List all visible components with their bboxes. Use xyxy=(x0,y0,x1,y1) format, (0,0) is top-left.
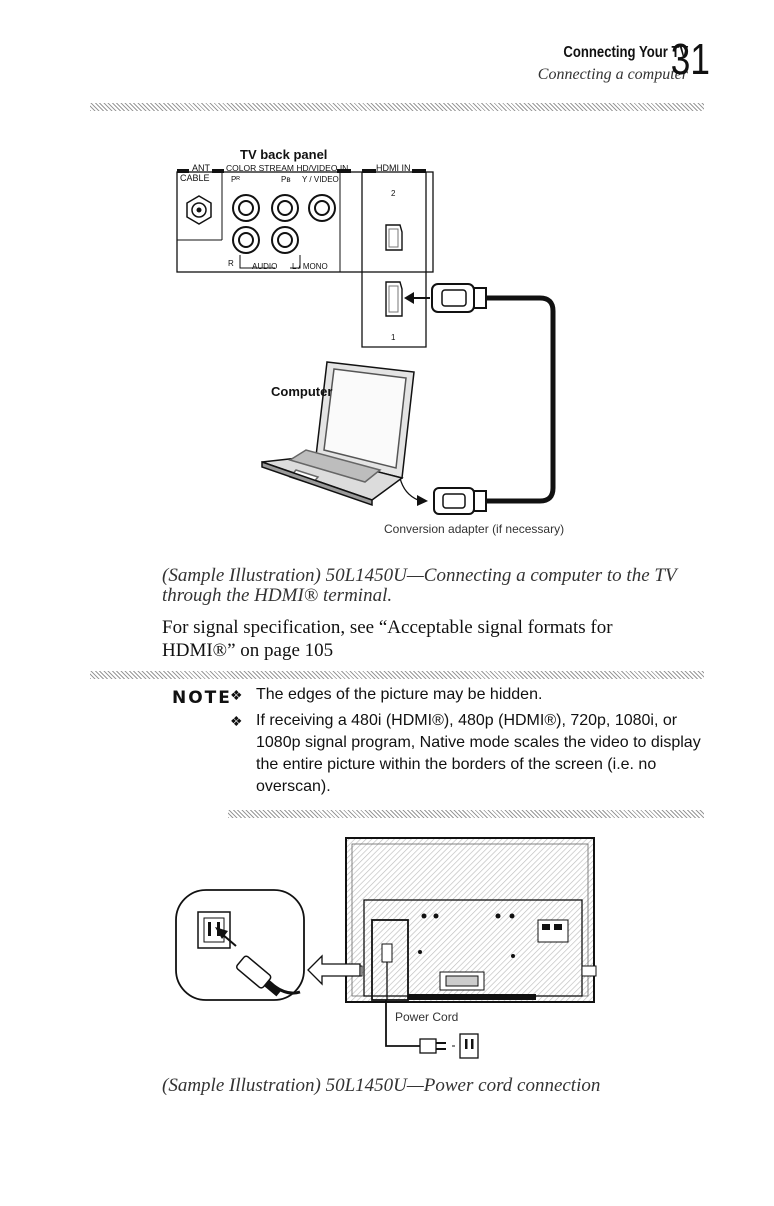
hdmi-port-2 xyxy=(385,224,403,251)
hdmi-2-label: 2 xyxy=(391,189,396,198)
computer-label: Computer xyxy=(271,384,333,399)
y-video-label: Y / VIDEO xyxy=(302,175,339,184)
signal-spec-paragraph: For signal specification, see “Acceptabl… xyxy=(162,617,613,661)
pb-label: Pʙ xyxy=(281,175,291,184)
note-bottom-rule xyxy=(228,810,704,818)
l-mono-label: L / MONO xyxy=(292,262,328,271)
hdmi-in-label: HDMI IN xyxy=(376,163,411,173)
note-label: NOTE xyxy=(172,688,232,708)
section-subtitle: Connecting a computer xyxy=(537,66,688,83)
header-rule xyxy=(90,103,704,111)
hdmi-1-label: 1 xyxy=(391,333,396,342)
note-item: ❖ If receiving a 480i (HDMI®), 480p (HDM… xyxy=(230,710,710,798)
color-stream-label: COLOR STREAM HD/VIDEO IN xyxy=(226,163,349,173)
power-inlet-zoom xyxy=(175,889,305,1001)
diamond-bullet-icon: ❖ xyxy=(230,713,243,729)
zoom-callout-arrow xyxy=(307,954,361,986)
pr-label: Pᴿ xyxy=(231,175,240,184)
tv-back-illustration xyxy=(344,837,597,1003)
note-item-text: The edges of the picture may be hidden. xyxy=(256,686,543,703)
hdmi-port-1 xyxy=(385,281,403,317)
figure2-caption: (Sample Illustration) 50L1450U—Power cor… xyxy=(162,1075,601,1096)
page-number: 31 xyxy=(670,35,710,84)
section-title: Connecting Your TV xyxy=(563,44,688,61)
r-label: R xyxy=(228,259,234,268)
wall-outlet-icon xyxy=(459,1033,479,1059)
note-list: ❖ The edges of the picture may be hidden… xyxy=(230,684,710,802)
tv-back-panel-label: TV back panel xyxy=(240,147,328,162)
power-plug-icon xyxy=(419,1038,455,1054)
diamond-bullet-icon: ❖ xyxy=(230,687,243,703)
power-cord-label: Power Cord xyxy=(395,1010,459,1024)
note-item: ❖ The edges of the picture may be hidden… xyxy=(230,684,710,706)
adapter-label: Conversion adapter (if necessary) xyxy=(384,522,565,536)
power-cord-figure: Power Cord xyxy=(0,820,774,1080)
component-jacks xyxy=(232,194,336,254)
figure1-caption: (Sample Illustration) 50L1450U—Connectin… xyxy=(162,565,677,606)
note-top-rule xyxy=(90,671,704,679)
laptop-computer xyxy=(261,361,415,507)
audio-label: AUDIO xyxy=(252,262,278,271)
cable-label: CABLE xyxy=(180,173,210,183)
hdmi-plug-top xyxy=(431,283,487,313)
note-item-text: If receiving a 480i (HDMI®), 480p (HDMI®… xyxy=(256,712,701,795)
ant-cable-connector xyxy=(186,195,212,225)
ant-label: ANT xyxy=(192,163,210,173)
tv-back-panel-figure: TV back panel ANT CABLE COLOR STREAM HD/… xyxy=(0,0,774,560)
conversion-adapter xyxy=(433,487,487,515)
